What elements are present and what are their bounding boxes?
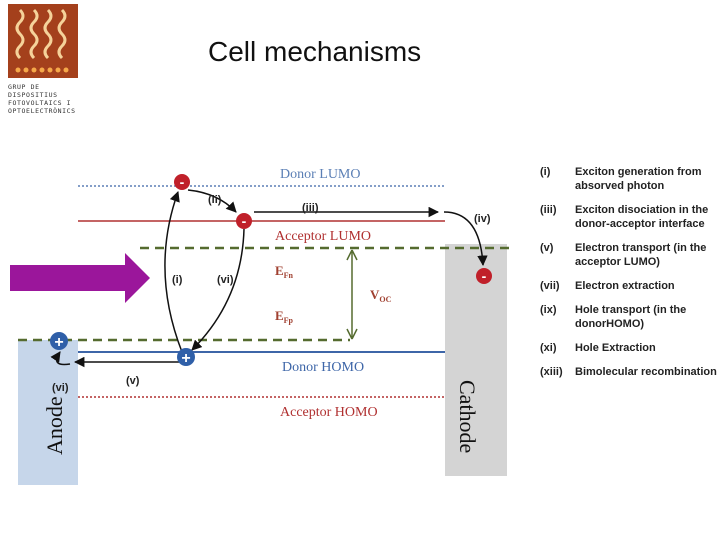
- voc-arrow-head-bottom: [346, 328, 358, 340]
- acceptor-homo-label: Acceptor HOMO: [280, 405, 378, 420]
- cathode-label: Cathode: [455, 380, 480, 453]
- legend-item: (iii) Exciton disociation in the donor-a…: [540, 203, 725, 231]
- efp-label: EFp: [275, 308, 294, 325]
- electron-icon: [236, 213, 252, 229]
- electron-sign: -: [242, 213, 247, 229]
- mechanism-label-ii: (ii): [208, 194, 222, 206]
- logo-line: GRUP DE DISPOSITIUS: [8, 83, 58, 99]
- exciton-diss-arrow: [187, 189, 237, 213]
- legend-text: Exciton generation from absorved photon: [575, 166, 702, 192]
- legend-item: (i) Exciton generation from absorved pho…: [540, 165, 725, 193]
- light-arrow: [10, 253, 150, 303]
- voc-arrow-head-top: [346, 249, 358, 261]
- legend-text: Electron extraction: [575, 280, 675, 292]
- logo-line: OPTOELECTRÒNICS: [8, 107, 76, 115]
- legend-item: (xi) Hole Extraction: [540, 341, 725, 355]
- legend-text: Hole Extraction: [575, 342, 656, 354]
- voc-main: V: [370, 287, 380, 302]
- donor-lumo-label: Donor LUMO: [280, 167, 361, 182]
- recombination-arrow: [191, 228, 245, 351]
- hole-extraction-arrow: [50, 351, 71, 366]
- legend-number: (v): [540, 242, 554, 254]
- hole-icon: [50, 332, 68, 350]
- hole-sign: +: [54, 334, 63, 351]
- legend-item: (v) Electron transport (in the acceptor …: [540, 241, 725, 269]
- legend-item: (vii) Electron extraction: [540, 279, 725, 293]
- mechanism-label-vi-anode: (vi): [52, 382, 69, 394]
- electron-icon: [174, 174, 190, 190]
- logo-icon: [8, 4, 78, 78]
- legend-number: (iii): [540, 204, 557, 216]
- legend-text: Bimolecular recombination: [575, 366, 717, 378]
- legend-number: (xi): [540, 342, 557, 354]
- mechanism-legend: (i) Exciton generation from absorved pho…: [540, 165, 725, 389]
- efn-label: EFn: [275, 263, 294, 280]
- electron-extraction-arrow: [443, 211, 488, 267]
- efn-sub: Fn: [284, 271, 294, 280]
- legend-text: Hole transport (in the donorHOMO): [575, 304, 687, 330]
- logo-line: FOTOVOLTAICS I: [8, 99, 72, 107]
- mechanism-label-i: (i): [172, 274, 183, 286]
- legend-item: (ix) Hole transport (in the donorHOMO): [540, 303, 725, 331]
- mechanism-label-v: (v): [126, 375, 140, 387]
- mechanism-label-iv: (iv): [474, 213, 491, 225]
- mechanism-label-vi-center: (vi): [217, 274, 234, 286]
- mechanism-label-iii: (iii): [302, 202, 319, 214]
- logo-text: GRUP DE DISPOSITIUS FOTOVOLTAICS I OPTOE…: [8, 83, 88, 115]
- legend-number: (ix): [540, 304, 557, 316]
- legend-number: (i): [540, 166, 551, 178]
- exciton-generation-arrow: [164, 191, 183, 353]
- efp-main: E: [275, 308, 284, 323]
- electron-icon: [476, 268, 492, 284]
- efp-sub: Fp: [284, 316, 294, 325]
- anode-label: Anode: [42, 396, 67, 455]
- legend-number: (xiii): [540, 366, 563, 378]
- legend-number: (vii): [540, 280, 560, 292]
- voc-sub: OC: [379, 295, 391, 304]
- page-title: Cell mechanisms: [208, 36, 422, 67]
- electron-sign: -: [482, 268, 487, 284]
- legend-text: Electron transport (in the acceptor LUMO…: [575, 242, 707, 268]
- acceptor-lumo-label: Acceptor LUMO: [275, 229, 371, 244]
- voc-label: VOC: [370, 287, 392, 304]
- hole-icon: [177, 348, 195, 366]
- legend-text: Exciton disociation in the donor-accepto…: [575, 204, 709, 230]
- hole-sign: +: [181, 350, 190, 367]
- donor-homo-label: Donor HOMO: [282, 360, 364, 375]
- efn-main: E: [275, 263, 284, 278]
- cathode-electrode: [445, 244, 507, 476]
- legend-item: (xiii) Bimolecular recombination: [540, 365, 725, 379]
- electron-sign: -: [180, 174, 185, 190]
